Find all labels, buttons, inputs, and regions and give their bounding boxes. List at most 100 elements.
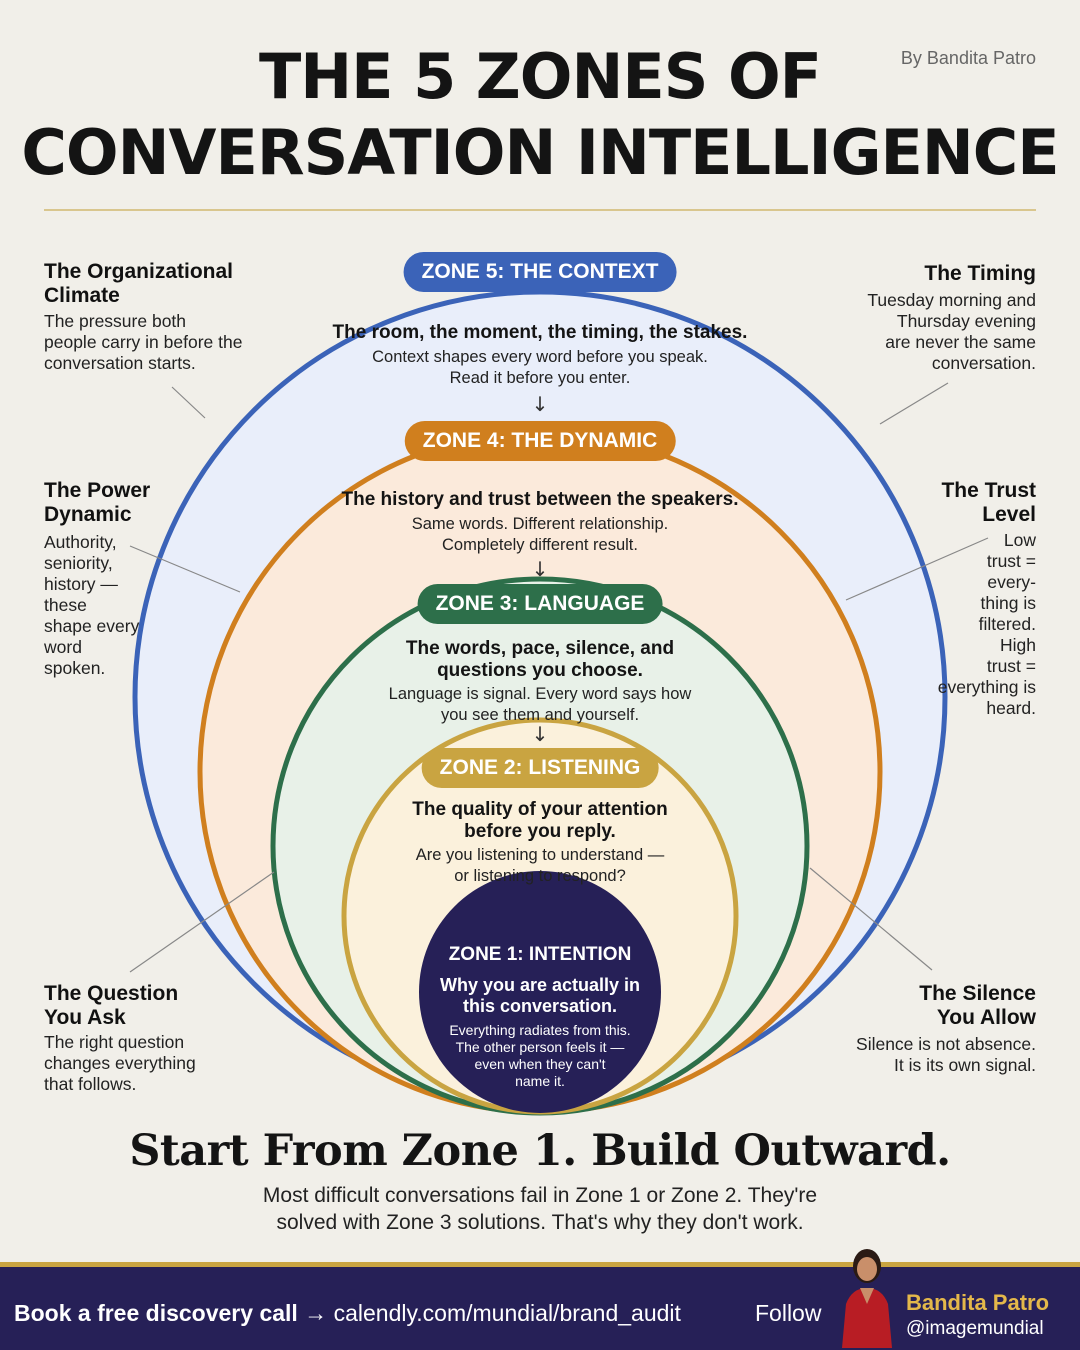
callout-timing-title: The Timing xyxy=(924,262,1036,285)
zone5-desc-line2: Read it before you enter. xyxy=(449,369,631,387)
callout-line: It is its own signal. xyxy=(894,1055,1036,1075)
callout-title-line: You Ask xyxy=(44,1006,126,1029)
author-avatar xyxy=(842,1249,892,1348)
callout-line: heard. xyxy=(986,698,1036,718)
zone2-headline-line2: before you reply. xyxy=(464,821,616,842)
callout-silence-title: The Silence You Allow xyxy=(919,982,1036,1030)
callout-title-line: The Question xyxy=(44,982,179,1005)
callout-trust-title: The Trust Level xyxy=(941,479,1036,527)
conclusion-title: Start From Zone 1. Build Outward. xyxy=(129,1126,951,1176)
callout-line: Low xyxy=(1003,530,1036,550)
conclusion-line: Most difficult conversations fail in Zon… xyxy=(262,1184,818,1207)
callout-org-climate-title: The Organizational Climate xyxy=(44,260,233,308)
zone3-desc-line2: you see them and yourself. xyxy=(440,706,640,724)
cta-url: calendly.com/mundial/brand_audit xyxy=(333,1300,681,1326)
callout-line: everything is xyxy=(937,677,1036,697)
zone5-badge: ZONE 5: THE CONTEXT xyxy=(403,252,677,292)
callout-line: shape every xyxy=(44,616,140,636)
zone1-title: ZONE 1: INTENTION xyxy=(448,944,632,965)
callout-trust-body: Low trust = every- thing is filtered. Hi… xyxy=(938,530,1036,719)
callout-title-line: The Silence xyxy=(919,982,1036,1005)
callout-title-line: Climate xyxy=(44,284,120,307)
zone3-badge: ZONE 3: LANGUAGE xyxy=(417,584,663,624)
zone1-desc-line1: Everything radiates from this. xyxy=(449,1022,631,1038)
callout-line: Thursday evening xyxy=(896,311,1036,331)
callout-line: Authority, xyxy=(44,532,117,552)
leader-line-timing xyxy=(879,382,949,425)
zone4-desc-line1: Same words. Different relationship. xyxy=(411,515,669,533)
cta-link[interactable]: Book a free discovery call → calendly.co… xyxy=(14,1300,681,1327)
callout-title-line: Dynamic xyxy=(44,503,132,526)
callout-line: every- xyxy=(987,572,1036,592)
author-name: Bandita Patro xyxy=(906,1290,1050,1315)
leader-line-silence xyxy=(809,867,933,971)
callout-line: history — xyxy=(44,574,118,594)
page-title-line2: CONVERSATION INTELLIGENCE xyxy=(21,116,1059,189)
zone3-headline-line1: The words, pace, silence, and xyxy=(405,638,675,659)
callout-line: spoken. xyxy=(44,658,106,678)
callout-line: trust = xyxy=(986,656,1036,676)
callout-line: The right question xyxy=(44,1032,185,1052)
leader-line-trust xyxy=(845,537,989,601)
callout-line: trust = xyxy=(986,551,1036,571)
callout-line: Silence is not absence. xyxy=(856,1034,1036,1054)
zone4-headline: The history and trust between the speake… xyxy=(341,489,739,510)
zone2-headline-line1: The quality of your attention xyxy=(412,799,668,820)
author-handle[interactable]: @imagemundial xyxy=(906,1318,1044,1339)
callout-line: The pressure both xyxy=(44,311,187,331)
cta-label: Book a free discovery call xyxy=(14,1300,298,1326)
callout-silence-body: Silence is not absence. It is its own si… xyxy=(856,1034,1036,1076)
callout-line: filtered. xyxy=(978,614,1036,634)
zone1-desc-line2: The other person feels it — xyxy=(455,1039,625,1055)
footer-bar xyxy=(0,1262,1080,1350)
callout-timing-body: Tuesday morning and Thursday evening are… xyxy=(867,290,1036,374)
arrow-down-icon: ↓ xyxy=(531,392,549,416)
callout-title-line: The Organizational xyxy=(44,260,234,283)
callout-line: thing is xyxy=(980,593,1036,613)
callout-question-body: The right question changes everything th… xyxy=(44,1032,196,1095)
callout-power-title: The Power Dynamic xyxy=(44,479,150,527)
conclusion-line: solved with Zone 3 solutions. That's why… xyxy=(276,1211,804,1234)
callout-line: conversation starts. xyxy=(44,353,196,373)
zone3-desc-line1: Language is signal. Every word says how xyxy=(388,685,692,703)
zone4-desc-line2: Completely different result. xyxy=(442,536,638,554)
callout-line: word xyxy=(44,637,82,657)
arrow-down-icon: ↓ xyxy=(531,557,549,581)
arrow-right-icon: → xyxy=(304,1300,328,1326)
callout-power-body: Authority, seniority, history — these sh… xyxy=(44,532,139,679)
zone5-headline: The room, the moment, the timing, the st… xyxy=(332,322,748,343)
conclusion-text: Most difficult conversations fail in Zon… xyxy=(190,1182,890,1236)
callout-title-line: The Trust xyxy=(941,479,1036,502)
zone1-headline-line2: this conversation. xyxy=(462,996,618,1016)
callout-question-title: The Question You Ask xyxy=(44,982,178,1030)
callout-line: High xyxy=(1000,635,1036,655)
page-title-line1: THE 5 ZONES OF xyxy=(258,40,822,113)
callout-line: seniority, xyxy=(44,553,113,573)
zone1-desc-line3: even when they can't xyxy=(474,1056,606,1072)
callout-title-line: Level xyxy=(982,503,1036,526)
callout-line: that follows. xyxy=(44,1074,137,1094)
zone1-headline-line1: Why you are actually in xyxy=(439,975,641,995)
zone2-desc-line2: or listening to respond? xyxy=(454,867,626,885)
leader-line-question xyxy=(129,871,275,973)
zone1-circle xyxy=(419,871,661,1113)
zone2-desc-line1: Are you listening to understand — xyxy=(415,846,665,864)
leader-line-org-climate xyxy=(171,386,206,419)
zone3-headline-line2: questions you choose. xyxy=(437,660,643,681)
zone4-badge: ZONE 4: THE DYNAMIC xyxy=(404,421,676,461)
zone5-desc-line1: Context shapes every word before you spe… xyxy=(372,348,708,366)
byline: By Bandita Patro xyxy=(900,48,1036,68)
zone1-content: ZONE 1: INTENTION Why you are actually i… xyxy=(420,944,660,1090)
zone1-desc-line4: name it. xyxy=(515,1073,565,1089)
title-divider xyxy=(44,209,1036,211)
callout-line: people carry in before the xyxy=(44,332,243,352)
leader-line-power xyxy=(129,545,241,593)
follow-label: Follow xyxy=(755,1300,822,1326)
zone2-badge: ZONE 2: LISTENING xyxy=(421,748,659,788)
callout-title-line: The Power xyxy=(44,479,151,502)
arrow-down-icon: ↓ xyxy=(531,722,549,746)
callout-line: conversation. xyxy=(931,353,1036,373)
callout-line: are never the same xyxy=(885,332,1036,352)
callout-title-line: You Allow xyxy=(936,1006,1036,1029)
callout-org-climate-body: The pressure both people carry in before… xyxy=(44,311,242,374)
